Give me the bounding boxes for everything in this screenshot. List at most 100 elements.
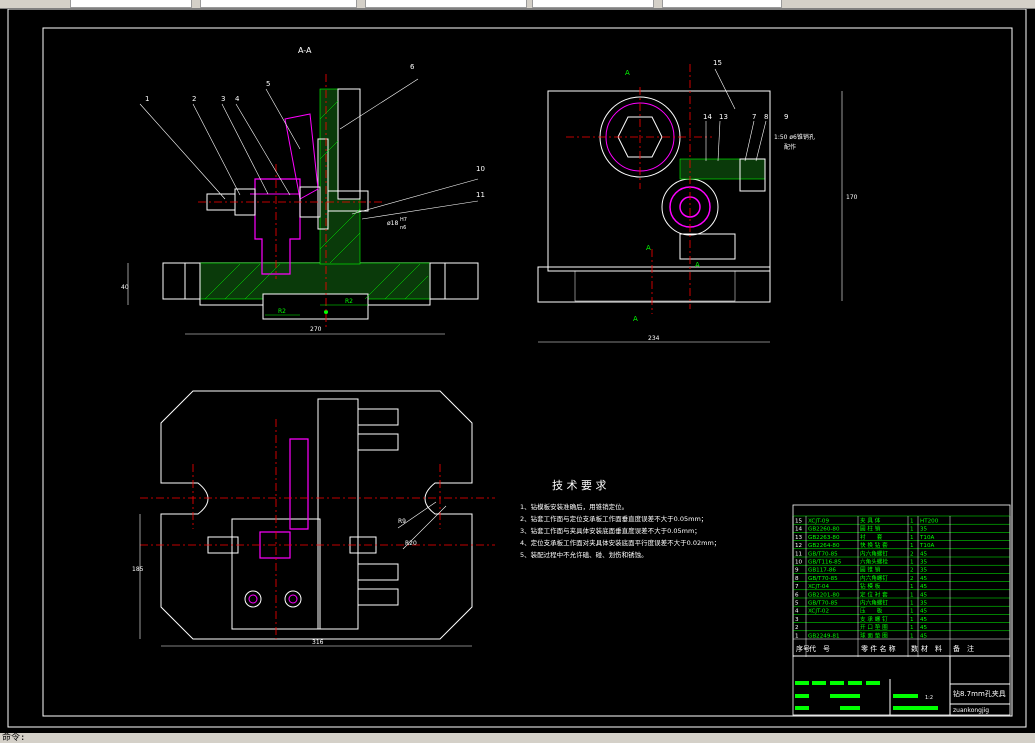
bom-cell: 35 [920,601,928,607]
balloon-13: 13 [719,113,728,121]
bom-cell: 3 [795,617,799,623]
toolbar-field[interactable] [70,0,192,8]
bom-cell: 6 [795,592,799,598]
bom-header-cell: 备 注 [953,644,974,653]
bom-cell: 支 承 螺 钉 [860,615,888,623]
bom-cell: 1 [910,560,914,566]
bom-cell: 压 板 [860,607,883,615]
bom-cell: 8 [795,576,799,582]
bom-cell: 45 [920,592,928,598]
section-label: A-A [298,46,312,55]
bom-cell: 4 [795,609,799,615]
technical-requirements: 技 术 要 求 1、钻模板安装准确后，用锥销定位。 2、钻套工作面与定位支承板工… [520,479,720,559]
bom-cell: 14 [795,527,803,533]
bom-cell: 1 [910,584,914,590]
side-view: 234 170 15 14 13 7 8 9 1:50 ø6锥销孔 配作 A A… [537,59,858,343]
bom-cell: 10 [795,560,803,566]
balloon-14: 14 [703,113,712,121]
balloon-11: 11 [476,191,485,199]
drawing-canvas[interactable]: A-A 270 [0,9,1035,733]
tech-req-line-1: 1、钻模板安装准确后，用锥销定位。 [520,502,628,511]
bom-cell: HT200 [920,519,939,525]
linetype-dropdown[interactable] [365,0,527,8]
bom-cell: 1 [910,527,914,533]
bom-cell: 35 [920,560,928,566]
bom-cell: 1 [910,617,914,623]
bom-cell: 快 换 钻 套 [860,541,888,549]
bom-cell: 2 [795,625,799,631]
bom-cell: GB/T70-85 [808,551,838,557]
command-prompt[interactable]: 命令: [2,733,26,743]
sheet-inner-border [42,27,1013,717]
bom-cell: 45 [920,609,928,615]
front-section-view: A-A 270 [121,46,485,335]
bom-cell: 开 口 垫 圈 [860,623,888,631]
balloon-5: 5 [266,80,270,88]
bom-cell: 9 [795,568,799,574]
layer-dropdown[interactable] [200,0,357,8]
bom-cell: 11 [795,551,803,557]
fit-note-dia: ø18 [387,220,398,227]
bom-cell: XCJT-09 [808,519,829,525]
top-view: 316 185 R9 R20 [132,390,495,647]
lineweight-dropdown[interactable] [532,0,654,8]
bom-cell: 35 [920,527,928,533]
bom-cell: GB2260-80 [808,527,840,533]
dim-side-width: 234 [648,335,660,342]
bom-cell: 5 [795,601,799,607]
bom-cell: 圆 柱 销 [860,525,881,533]
bom-cell: 1 [910,609,914,615]
bom-cell: 45 [920,633,928,639]
side-note-taper: 1:50 ø6锥销孔 [774,133,815,141]
bom-cell: GB2201-80 [808,592,840,598]
tech-req-line-5: 5、装配过程中不允许磕、碰、划伤和锈蚀。 [520,550,648,559]
bom-cell: 1 [910,601,914,607]
dim-top-width: 316 [312,639,324,646]
dim-front-width: 270 [310,326,322,333]
toolbar-strip [0,0,1035,9]
bom-cell: 1 [910,535,914,541]
bom-cell: 2 [910,568,914,574]
scale-label: 1:2 [925,695,933,701]
bom-cell: 1 [910,625,914,631]
bom-cell: 1 [910,633,914,639]
section-mark-a2: A [695,261,700,269]
bom-cell: 1 [910,592,914,598]
fit-note-shaft: n6 [400,225,406,231]
balloon-9: 9 [784,113,788,121]
dim-side-height: 170 [846,194,858,201]
bom-cell: GB2264-80 [808,543,840,549]
dim-r-small: R2 [278,308,286,315]
bom-cell: 1 [795,633,799,639]
bom-header-cell: 材 料 [921,644,942,653]
balloon-2: 2 [192,95,196,103]
bom-cell: 钻 模 板 [860,582,881,590]
bom-cell: 定 位 衬 套 [860,590,888,598]
dim-r9: R9 [398,518,406,525]
sheet-outer-border [7,9,1027,728]
dim-r-large: R2 [345,298,353,305]
balloon-1: 1 [145,95,149,103]
plotstyle-dropdown[interactable] [662,0,782,8]
bom-cell: 15 [795,519,803,525]
tech-req-line-4: 4、定位支承板工作面对夹具体安装底面平行度误差不大于0.02mm； [520,538,720,547]
bom-cell: XCJT-04 [808,584,829,590]
cad-drawing[interactable]: A-A 270 [0,9,1035,733]
tech-req-title: 技 术 要 求 [552,479,607,492]
section-mark-a1: A [625,69,630,77]
dim-top-height: 185 [132,566,144,573]
balloon-3: 3 [221,95,225,103]
balloon-8: 8 [764,113,768,121]
dim-r20: R20 [405,540,417,547]
section-mark-a3: A [646,244,651,252]
status-bar: 命令: [0,733,1035,743]
tech-req-line-2: 2、钻套工作面与定位支承板工作面垂直度误差不大于0.05mm； [520,514,707,523]
bom-cell: 内六角螺钉 [860,599,888,607]
tech-req-line-3: 3、钻套工作面与夹具体安装底面垂直度误差不大于0.05mm； [520,526,701,535]
bom-cell: 1 [910,543,914,549]
balloon-4: 4 [235,95,240,103]
bom-cell: 衬 套 [860,533,883,541]
bom-cell: 7 [795,584,799,590]
bom-header-cell: 零 件 名 称 [861,644,896,653]
